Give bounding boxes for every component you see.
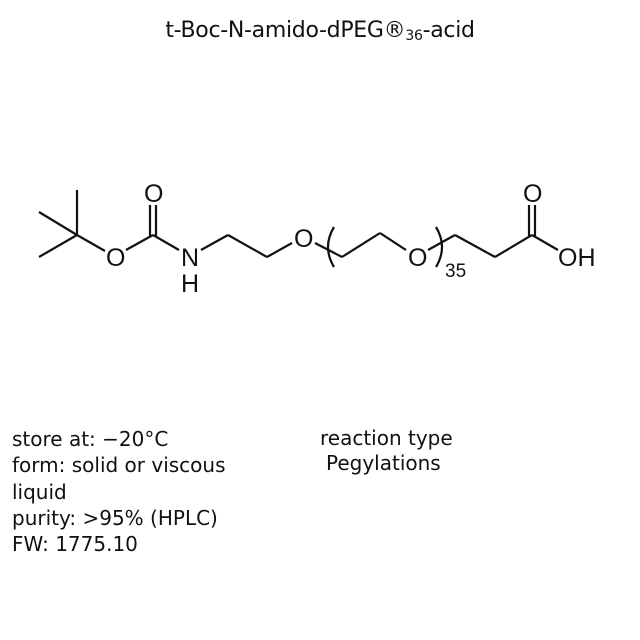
title-subscript: 36 [405,28,423,44]
bond-n-ch2 [200,234,229,251]
storage-temperature: store at: −20°C [12,427,169,451]
bond-repeat-ch2-o2 [379,232,407,251]
reaction-type-label: reaction type [320,426,453,450]
repeat-bracket-left [326,226,335,268]
bond-carbonyl-n [152,234,180,251]
formula-weight: FW: 1775.10 [12,532,138,557]
bond-o-carbonyl [125,234,154,251]
reaction-type-value: Pegylations [326,451,441,475]
repeat-count: 35 [445,261,466,282]
physical-form-cont: liquid [12,479,67,504]
repeat-bracket-right [435,226,444,268]
bond-tbu-o [76,234,106,252]
bond-ch2-ch2 [227,234,268,258]
atom-ether-o2: O [408,244,427,272]
atom-acid-carbonyl-o: O [523,180,542,208]
purity: purity: >95% (HPLC) [12,505,218,530]
atom-acid-oh: OH [558,244,596,272]
atom-ester-o: O [106,244,125,272]
bond-c-oh [531,234,559,251]
bond-ch2-o1 [266,242,293,258]
atom-amide-n: N [181,244,199,272]
bond-repeat-ch2-ch2 [341,232,381,258]
physical-form: form: solid or viscous [12,453,226,478]
product-properties: store at: −20°C form: solid or viscous l… [12,426,292,557]
atom-boc-carbonyl-o: O [144,180,163,208]
bond-tbu-methyl-left-upper [38,211,78,236]
title-suffix: -acid [422,18,475,43]
atom-amide-h: H [181,270,199,298]
compound-title: t-Boc-N-amido-dPEG®36-acid [0,18,640,44]
bond-tbu-methyl-left-lower [38,234,78,258]
reaction-type-block: reaction type Pegylations [320,426,453,476]
bond-ch2-ch2-acid [454,234,496,258]
atom-ether-o1: O [294,225,313,253]
title-prefix: t-Boc-N-amido-dPEG® [165,18,406,43]
bond-ch2-cooh [494,234,533,258]
